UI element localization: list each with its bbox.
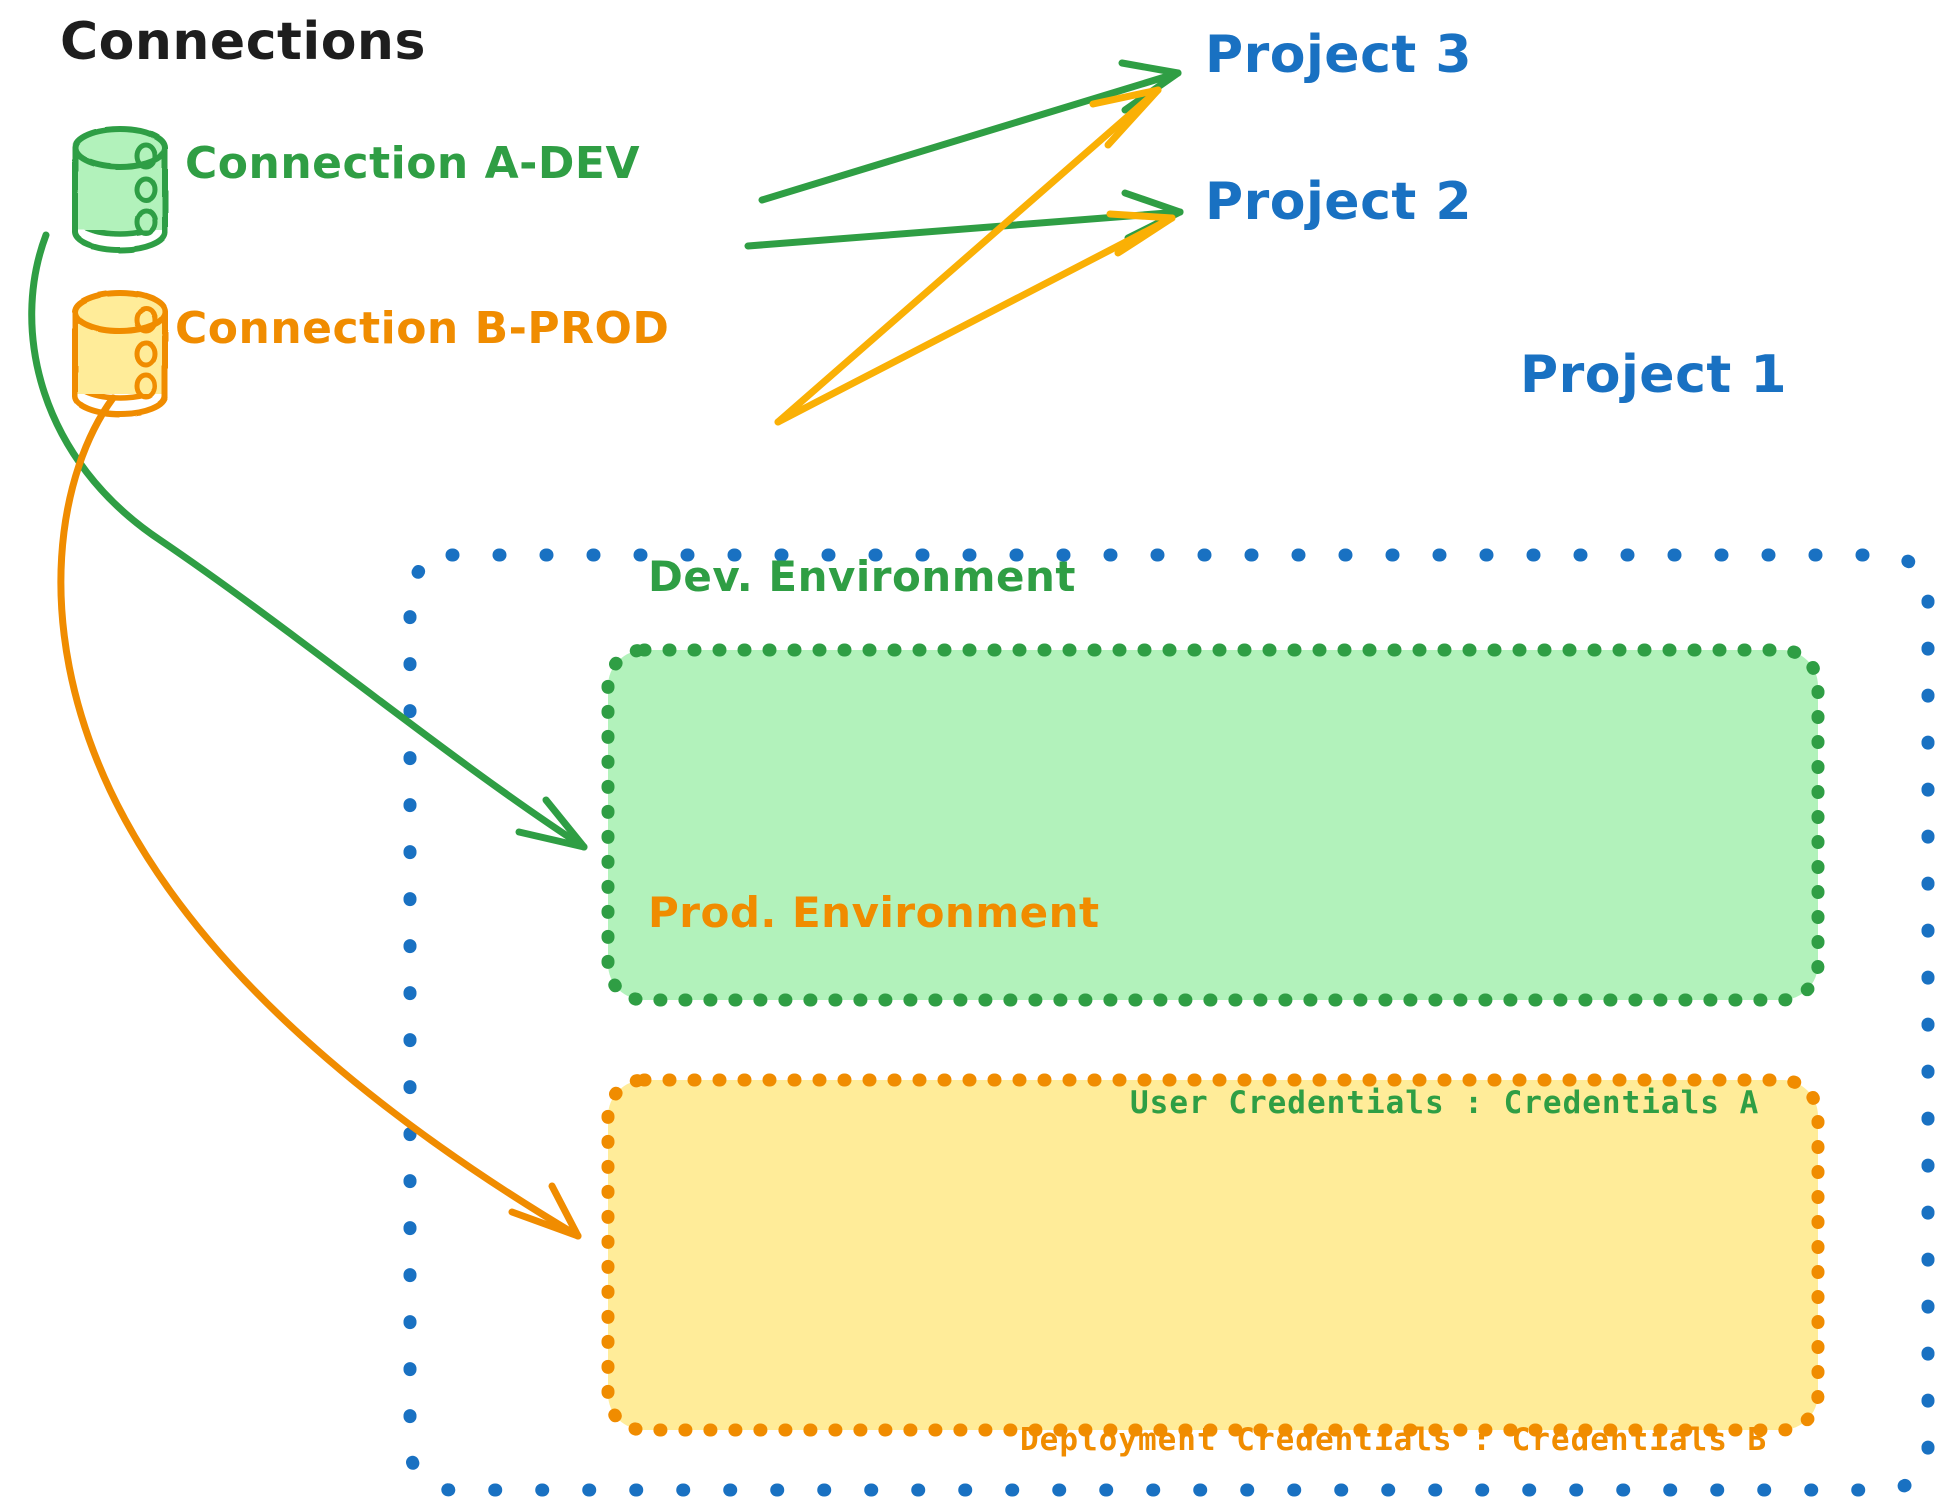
database-icon-a-dev[interactable]	[72, 126, 168, 253]
project-label-1[interactable]: Project 1	[1520, 345, 1788, 405]
project-1-boundary	[403, 548, 1935, 1497]
arrow-b-prod-to-prod-environment	[57, 394, 582, 1240]
arrow-b-prod-to-project-3	[774, 86, 1162, 426]
arrow-a-dev-to-dev-environment	[28, 231, 588, 851]
prod-environment-credentials: Deployment Credentials : Credentials B	[1020, 1422, 1768, 1458]
arrow-b-prod-to-project-2	[774, 210, 1176, 426]
project-label-2[interactable]: Project 2	[1205, 172, 1473, 232]
dev-environment-credentials: User Credentials : Credentials A	[1130, 1085, 1760, 1121]
arrow-a-dev-to-project-2	[744, 189, 1184, 250]
dev-environment-title: Dev. Environment	[648, 552, 1076, 601]
project-label-3[interactable]: Project 3	[1205, 25, 1473, 85]
prod-environment-box[interactable]	[601, 1073, 1825, 1437]
database-icon-b-prod[interactable]	[72, 290, 168, 417]
page-title: Connections	[60, 12, 426, 72]
dev-environment-box[interactable]	[601, 643, 1825, 1007]
prod-environment-title: Prod. Environment	[648, 888, 1100, 937]
connection-label-a-dev[interactable]: Connection A-DEV	[185, 138, 641, 189]
connection-label-b-prod[interactable]: Connection B-PROD	[175, 303, 670, 354]
